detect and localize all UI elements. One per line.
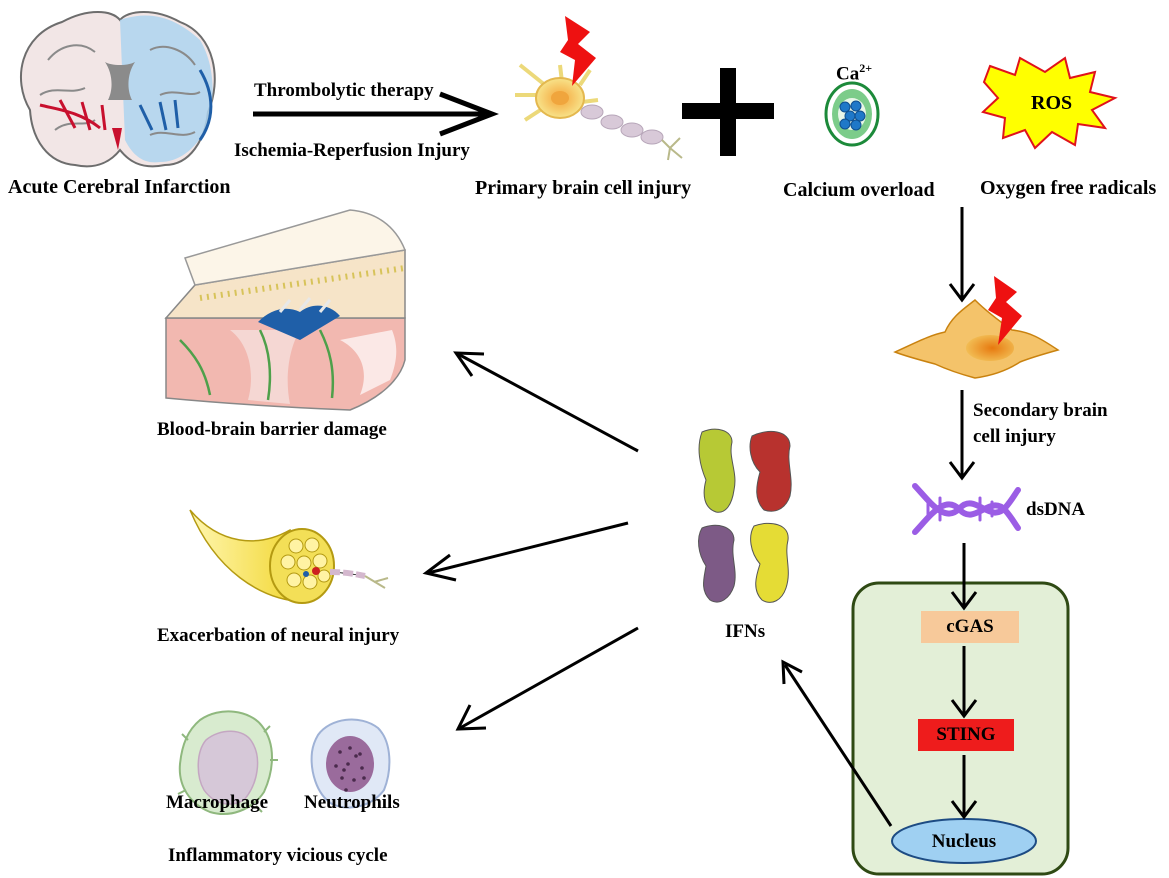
secondary-injury-label-1: Secondary brain [973,400,1108,421]
macrophage-icon [177,710,278,815]
neutrophils-label: Neutrophils [304,792,400,813]
ifn-proteins-icon [698,428,792,603]
nucleus-label: Nucleus [931,831,997,852]
arrow-to-secondary [948,207,976,303]
glial-cell-icon [893,298,1060,379]
sting-label: STING [936,724,996,745]
macrophage-label: Macrophage [166,792,269,813]
arrow-cgas-to-sting [950,646,978,719]
primary-brain-cell-injury-label: Primary brain cell injury [475,177,692,199]
cgas-box [921,611,1019,643]
ros-burst-icon [981,56,1118,150]
secondary-injury-label-2: cell injury [973,426,1056,447]
arrow-to-bbb [453,351,639,453]
inflammatory-cycle-label: Inflammatory vicious cycle [168,845,388,866]
dna-helix-icon [912,483,1021,535]
ischemia-reperfusion-label: Ischemia-Reperfusion Injury [234,140,470,161]
calcium-base: Ca [836,63,860,85]
lightning-icon [560,16,596,86]
neural-injury-label: Exacerbation of neural injury [157,625,400,646]
ifns-label: IFNs [725,621,766,642]
sting-box [918,719,1014,751]
arrow-nucleus-to-ifns [781,659,893,827]
nerve-bundle-icon [189,509,389,604]
neutrophil-icon [310,718,391,809]
lightning-icon [988,276,1022,345]
plus-icon [682,68,774,156]
cgas-label: cGAS [946,616,994,637]
calcium-overload-label: Calcium overload [783,179,935,201]
arrow-sting-to-nucleus [950,755,978,820]
neuron-icon [515,63,683,161]
arrow-to-inflammatory [455,626,639,731]
arrow-dna-to-cgas [950,543,978,611]
thrombolytic-arrow [253,91,499,137]
dsdna-label: dsDNA [1026,499,1086,520]
oxygen-free-radicals-label: Oxygen free radicals [980,177,1157,199]
brain-coronal-icon [19,11,216,168]
brain-tissue-section-icon [164,209,407,411]
calcium-charge: 2+ [859,61,873,75]
thrombolytic-therapy-label: Thrombolytic therapy [254,80,434,101]
arrow-to-dna [948,390,976,481]
ros-label: ROS [1031,92,1073,114]
calcium-cell-icon [824,81,880,147]
bbb-damage-label: Blood-brain barrier damage [157,419,387,440]
acute-cerebral-infarction-label: Acute Cerebral Infarction [8,176,231,198]
calcium-ion-label: Ca2+ [836,61,872,85]
arrow-to-neural [422,521,629,582]
